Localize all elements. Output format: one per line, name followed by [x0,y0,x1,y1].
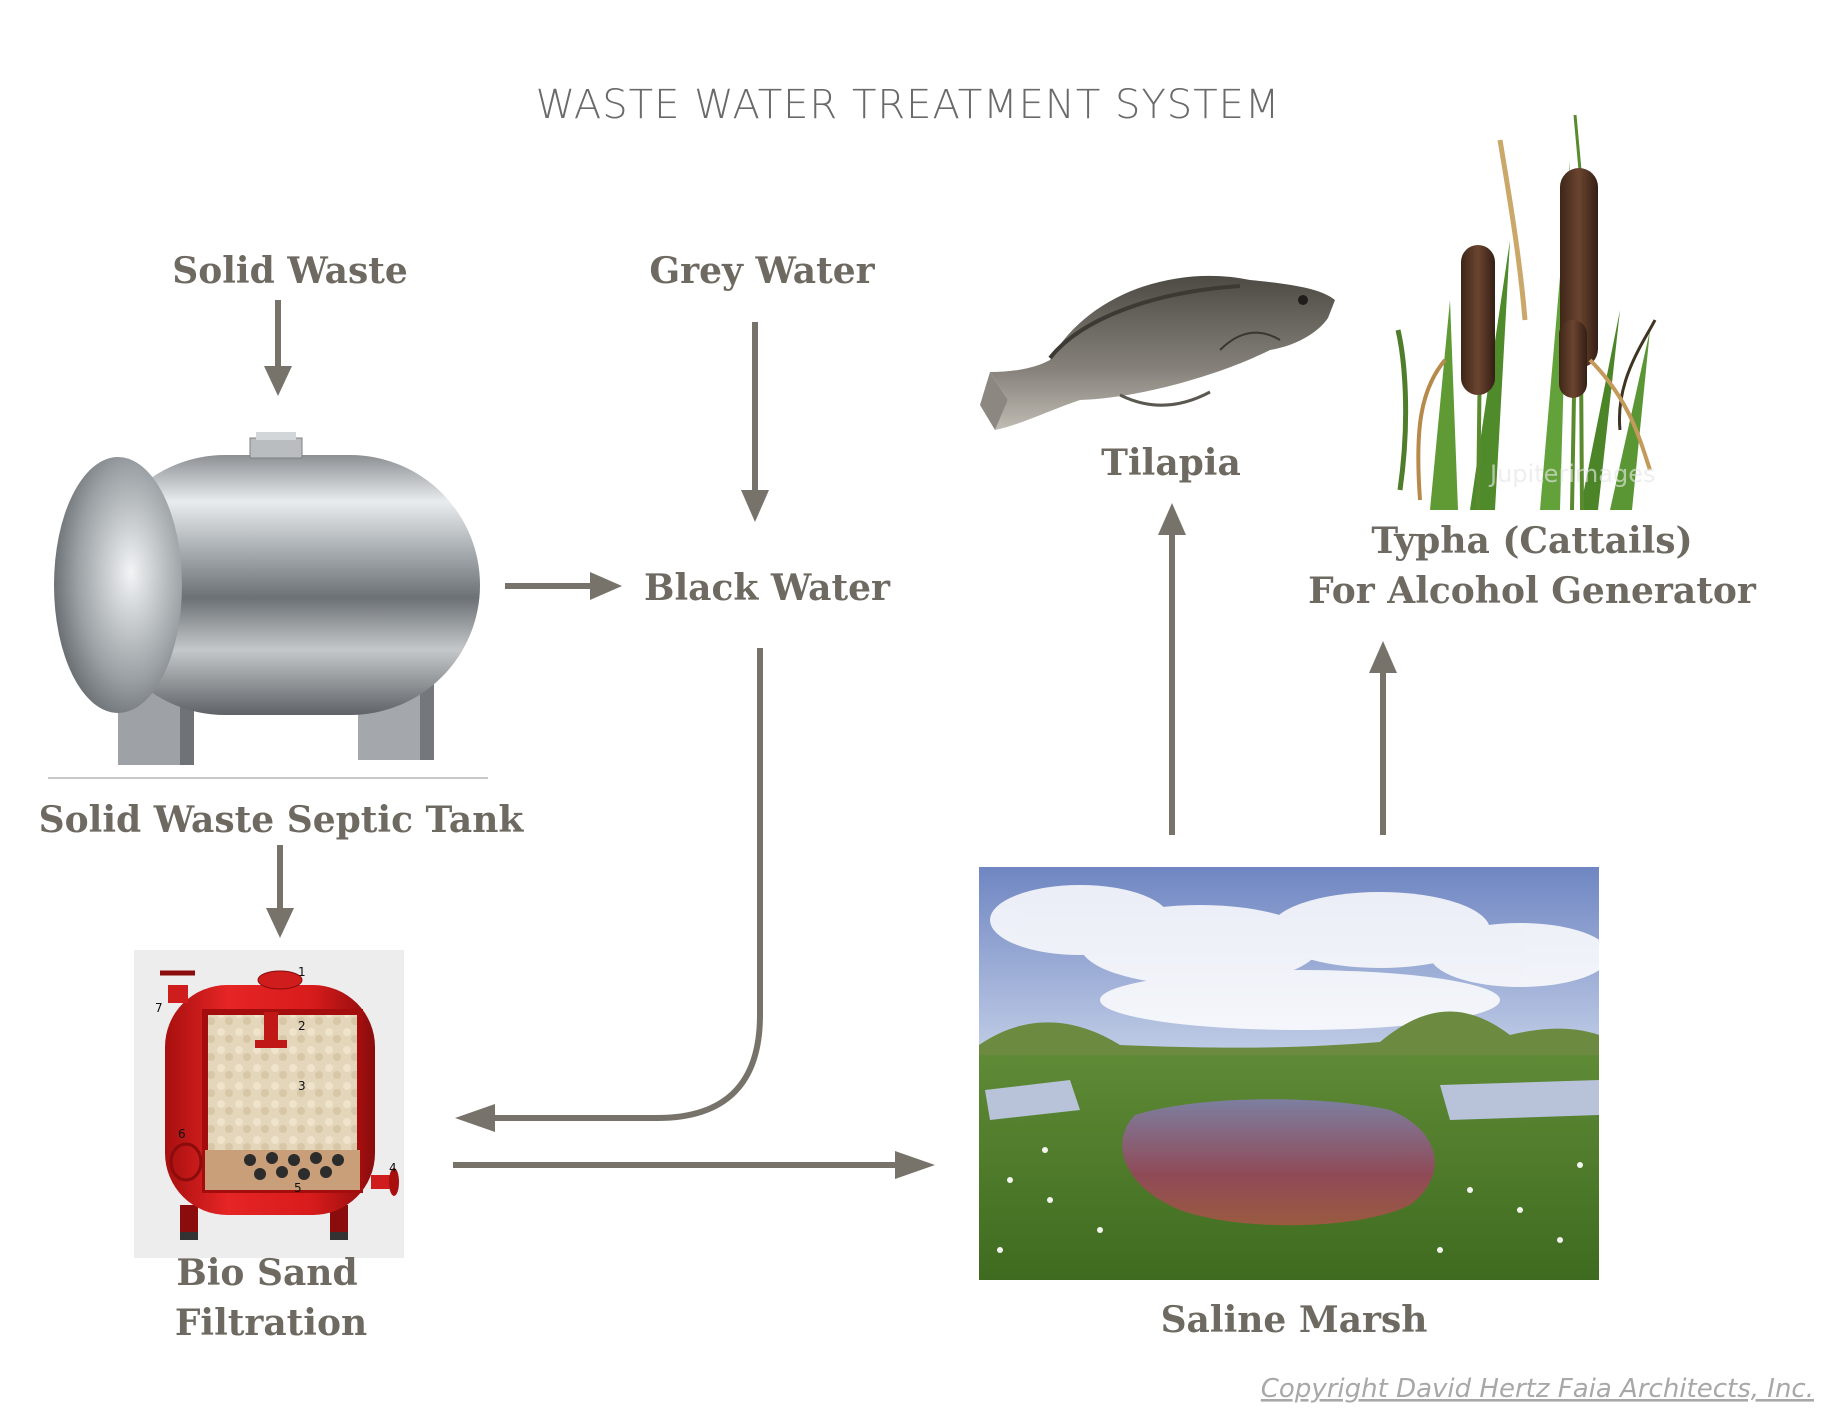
arrowhead [590,572,622,600]
septic-tank-image [48,432,488,779]
label-black-water: Black Water [644,567,891,609]
cattails-image: Jupiterimages [1395,114,1657,511]
filter-part-number: 3 [298,1079,306,1093]
arrowhead [1369,641,1397,673]
filter-part-number: 4 [389,1161,397,1175]
label-tilapia: Tilapia [1101,442,1241,484]
image-watermark: Jupiterimages [1488,460,1656,488]
copyright-notice: Copyright David Hertz Faia Architects, I… [1261,1374,1814,1404]
filter-part-number: 6 [178,1127,186,1141]
arrowhead [266,908,294,938]
label-septic-tank: Solid Waste Septic Tank [39,799,525,841]
bio-sand-filter-image: 1 2 3 4 5 6 7 [134,950,404,1258]
label-bio-sand: Bio Sand [176,1252,357,1294]
filter-part-number: 7 [155,1001,163,1015]
label-saline-marsh: Saline Marsh [1161,1299,1428,1341]
label-filtration: Filtration [175,1302,367,1344]
label-grey-water: Grey Water [649,250,875,292]
arrowhead [264,366,292,396]
filter-part-number: 5 [294,1181,302,1195]
label-solid-waste: Solid Waste [172,250,408,292]
tilapia-image [980,275,1335,430]
page-title: WASTE WATER TREATMENT SYSTEM [536,82,1281,128]
arrowhead [1158,503,1186,535]
label-alcohol-generator: For Alcohol Generator [1308,570,1757,612]
arrow-black-water-to-filter [490,648,763,1121]
saline-marsh-image [979,867,1610,1280]
label-typha: Typha (Cattails) [1371,520,1692,562]
filter-part-number: 1 [298,965,306,979]
filter-part-number: 2 [298,1019,306,1033]
arrowhead [741,490,769,522]
arrowhead [895,1151,935,1179]
arrowhead [455,1104,495,1132]
